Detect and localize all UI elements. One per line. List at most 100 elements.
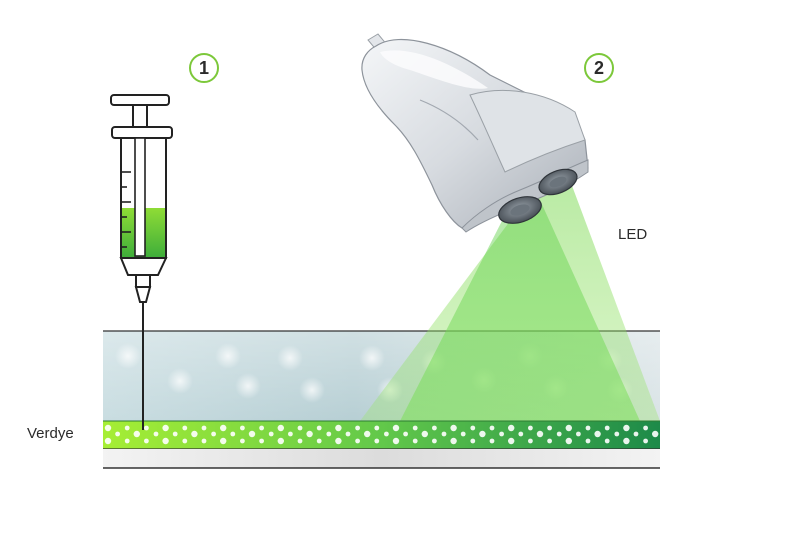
- verdye-particle: [460, 431, 466, 437]
- verdye-particle: [345, 431, 351, 437]
- verdye-particle: [277, 437, 284, 445]
- led-lamp-icon: [361, 33, 589, 233]
- verdye-particle: [392, 424, 400, 432]
- tissue-bubble: [235, 373, 261, 399]
- verdye-particle: [594, 430, 601, 438]
- base-layer: [103, 449, 660, 469]
- verdye-particle: [556, 431, 562, 437]
- verdye-particle: [623, 424, 630, 432]
- verdye-particle: [326, 431, 332, 437]
- verdye-particle: [306, 430, 313, 438]
- verdye-particle: [230, 431, 236, 437]
- verdye-particle: [499, 431, 504, 437]
- verdye-particle: [144, 438, 149, 444]
- verdye-particle: [392, 437, 400, 445]
- verdye-particle: [518, 431, 524, 437]
- verdye-particle: [374, 425, 380, 431]
- verdye-particle: [536, 430, 544, 438]
- verdye-particle: [432, 425, 437, 431]
- verdye-particle: [162, 437, 169, 445]
- verdye-particle: [182, 438, 188, 444]
- verdye-particle: [508, 437, 515, 445]
- verdye-particle: [470, 425, 476, 431]
- verdye-particle: [547, 438, 552, 444]
- verdye-particle: [240, 425, 245, 431]
- verdye-particle: [576, 431, 581, 437]
- verdye-particle: [220, 437, 227, 445]
- verdye-particles: [104, 424, 659, 445]
- verdye-particle: [335, 424, 342, 432]
- verdye-layer: [103, 420, 660, 450]
- verdye-particle: [355, 438, 360, 444]
- step-1-number: 1: [198, 57, 209, 78]
- verdye-particle: [211, 431, 217, 437]
- verdye-particle: [652, 430, 659, 438]
- verdye-particle: [316, 425, 322, 431]
- verdye-particle: [144, 425, 149, 431]
- verdye-particle: [421, 430, 428, 438]
- verdye-particle: [153, 431, 159, 437]
- verdye-particle: [643, 425, 648, 431]
- verdye-particle: [585, 438, 591, 444]
- verdye-particle: [432, 438, 437, 444]
- verdye-particle: [277, 424, 284, 432]
- verdye-particle: [384, 431, 389, 437]
- verdye-particle: [479, 430, 486, 438]
- verdye-label: Verdye: [27, 425, 74, 442]
- verdye-particle: [604, 425, 610, 431]
- tissue-bubble: [167, 368, 193, 394]
- verdye-particle: [489, 438, 495, 444]
- verdye-particle: [528, 425, 533, 431]
- verdye-particle: [470, 438, 476, 444]
- verdye-particle: [412, 438, 418, 444]
- verdye-particle: [403, 431, 408, 437]
- verdye-particle: [508, 424, 515, 432]
- verdye-particle: [259, 425, 264, 431]
- verdye-particle: [441, 431, 447, 437]
- step-1-badge: 1: [189, 53, 219, 83]
- verdye-particle: [614, 431, 620, 437]
- verdye-particle: [297, 425, 303, 431]
- verdye-particle: [259, 438, 264, 444]
- tissue-bubble: [277, 345, 303, 371]
- led-light-beam: [360, 175, 660, 421]
- verdye-particle: [489, 425, 495, 431]
- verdye-particle: [364, 430, 371, 438]
- verdye-particle: [297, 438, 303, 444]
- verdye-particle: [450, 424, 457, 432]
- verdye-particle: [182, 425, 188, 431]
- tissue-bubble: [359, 345, 385, 371]
- verdye-particle: [268, 431, 274, 437]
- verdye-particle: [201, 438, 207, 444]
- verdye-particle: [633, 431, 639, 437]
- verdye-particle: [104, 424, 112, 432]
- verdye-particle: [240, 438, 245, 444]
- verdye-particle: [104, 437, 112, 445]
- verdye-particle: [643, 438, 648, 444]
- verdye-particle: [604, 438, 610, 444]
- verdye-particle: [316, 438, 322, 444]
- verdye-particle: [115, 431, 120, 437]
- tissue-bubble: [299, 377, 325, 403]
- verdye-particle: [201, 425, 207, 431]
- verdye-particle: [623, 437, 630, 445]
- syringe-icon: [110, 94, 173, 430]
- tissue-bubble: [115, 343, 141, 369]
- verdye-particle: [162, 424, 169, 432]
- verdye-particle: [124, 438, 130, 444]
- step-2-badge: 2: [584, 53, 614, 83]
- verdye-particle: [450, 437, 457, 445]
- led-label: LED: [618, 226, 648, 243]
- verdye-particle: [220, 424, 227, 432]
- verdye-particle: [335, 437, 342, 445]
- verdye-particle: [547, 425, 552, 431]
- verdye-particle: [374, 438, 380, 444]
- verdye-particle: [172, 431, 178, 437]
- verdye-particle: [355, 425, 360, 431]
- verdye-particle: [528, 438, 533, 444]
- verdye-particle: [565, 424, 572, 432]
- verdye-particle: [565, 437, 572, 445]
- verdye-particle: [585, 425, 591, 431]
- verdye-particle: [248, 430, 256, 438]
